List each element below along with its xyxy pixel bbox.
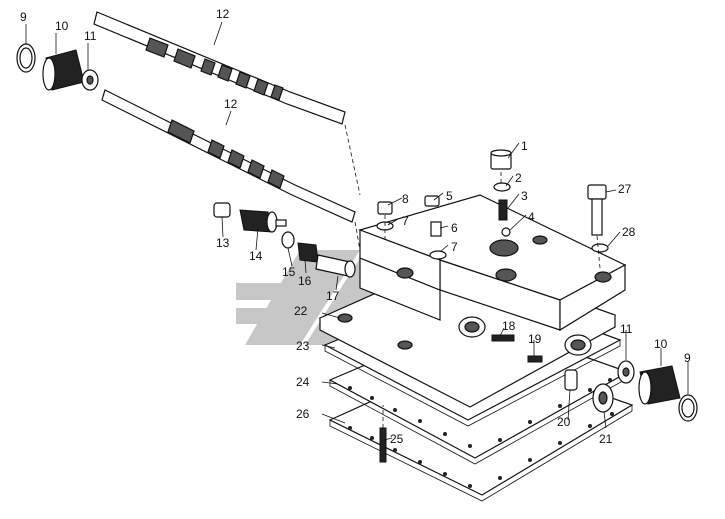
callout-11-left: 11 <box>84 29 97 43</box>
fitting-6 <box>430 221 442 237</box>
roller-bearing-10-right <box>638 365 681 405</box>
callout-6: 6 <box>451 221 458 235</box>
callout-12-lower: 12 <box>224 97 238 111</box>
callout-1: 1 <box>521 139 528 153</box>
leader-lines <box>25 21 689 441</box>
assembly-lines <box>344 124 601 428</box>
ball-4 <box>501 227 511 237</box>
plug-13 <box>213 202 231 218</box>
valve-21 <box>592 383 614 413</box>
snap-ring-9-right <box>678 394 698 422</box>
washer-28 <box>591 243 609 253</box>
callout-27: 27 <box>618 182 632 196</box>
washer-11-right <box>617 360 635 384</box>
callout-25: 25 <box>390 432 404 446</box>
callout-10-right: 10 <box>654 337 668 351</box>
valve-spool-12-lower <box>101 89 356 223</box>
callout-17: 17 <box>326 289 340 303</box>
spring-3 <box>498 199 508 221</box>
callout-12-upper: 12 <box>216 7 230 21</box>
callout-3: 3 <box>521 189 528 203</box>
callout-22: 22 <box>294 304 308 318</box>
valve-spool-12-upper <box>93 11 346 125</box>
callout-26: 26 <box>296 407 310 421</box>
callout-10-left: 10 <box>55 19 69 33</box>
callout-9-right: 9 <box>684 351 691 365</box>
roller-bearing-10-left <box>42 49 85 91</box>
callout-18: 18 <box>502 319 516 333</box>
washer-7b <box>429 250 447 260</box>
callout-15: 15 <box>282 265 296 279</box>
callout-labels: 1 2 3 4 5 6 7 7 8 9 9 10 10 11 11 12 12 … <box>20 7 691 446</box>
callout-28: 28 <box>622 225 636 239</box>
seal-16 <box>297 242 319 263</box>
plug-1 <box>490 149 512 170</box>
callout-7-upper: 7 <box>402 214 409 228</box>
valve-20 <box>564 369 578 391</box>
callout-21: 21 <box>599 432 613 446</box>
callout-2: 2 <box>515 171 522 185</box>
stud-25 <box>379 427 387 463</box>
callout-24: 24 <box>296 375 310 389</box>
callout-23: 23 <box>296 339 310 353</box>
upper-housing-1 <box>337 194 627 356</box>
valve-14 <box>239 209 287 233</box>
callout-7-lower: 7 <box>451 240 458 254</box>
callout-11-right: 11 <box>620 322 633 336</box>
pin-19 <box>527 355 543 363</box>
plate-holes <box>348 378 614 488</box>
callout-5: 5 <box>446 189 453 203</box>
washer-2 <box>493 182 511 192</box>
bolt-27 <box>587 184 607 236</box>
washer-11-left <box>81 69 99 91</box>
callout-16: 16 <box>298 274 312 288</box>
snap-ring-9-left <box>16 43 36 73</box>
o-ring-15 <box>281 231 295 249</box>
callout-4: 4 <box>528 210 535 224</box>
callout-8: 8 <box>402 192 409 206</box>
pin-18 <box>491 334 515 342</box>
callout-14: 14 <box>249 249 263 263</box>
callout-20: 20 <box>557 415 571 429</box>
callout-9-left: 9 <box>20 10 27 24</box>
plunger-17 <box>315 254 356 278</box>
callout-13: 13 <box>216 236 230 250</box>
callout-19: 19 <box>528 332 542 346</box>
